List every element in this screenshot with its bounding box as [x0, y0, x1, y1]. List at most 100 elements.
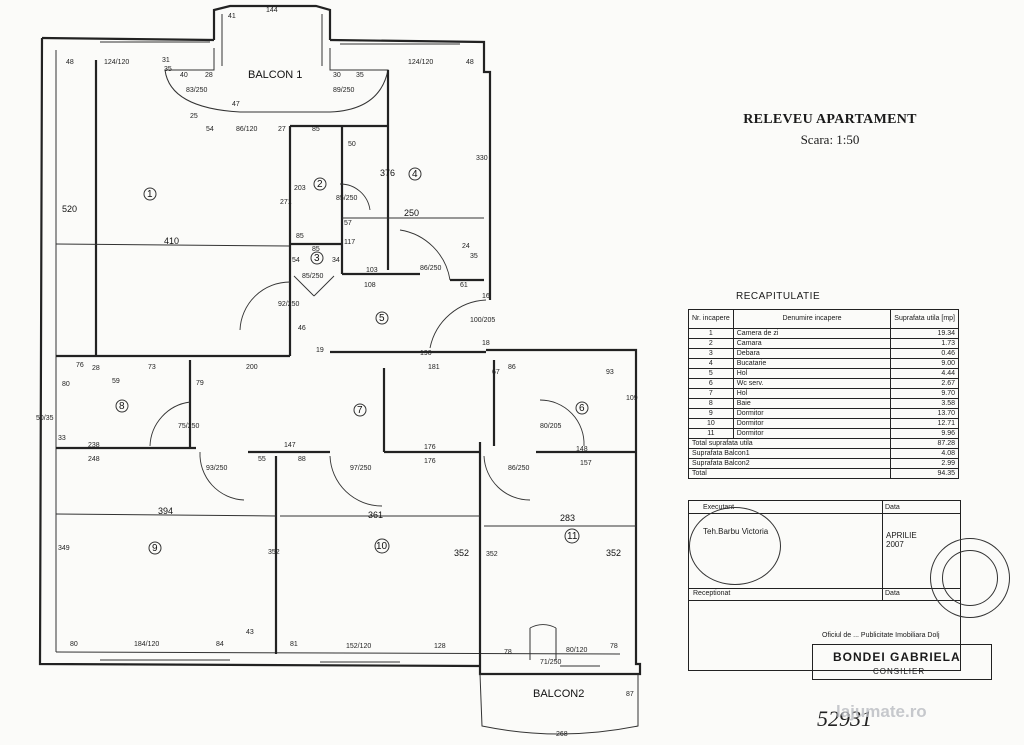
dim-label: 81 [290, 641, 298, 648]
cell-nr: 1 [688, 328, 734, 339]
room-8-number: 8 [119, 401, 125, 412]
dim-label: 41 [228, 13, 236, 20]
room-3-number: 3 [314, 253, 320, 264]
cell-area: 9.96 [890, 428, 959, 439]
dim-label: 31 [162, 57, 170, 64]
cell-nr: 11 [688, 428, 734, 439]
dim-label: 28 [92, 365, 100, 372]
dim-label: 181 [428, 364, 440, 371]
cell-area: 1.73 [890, 338, 959, 349]
total-area: 4.08 [890, 448, 959, 459]
dim-label: 80 [62, 381, 70, 388]
dim-label: 100/205 [470, 317, 495, 324]
dim-label: 43 [246, 629, 254, 636]
room-1-number: 1 [147, 189, 153, 200]
dim-label: 55 [258, 456, 266, 463]
room-9-number: 9 [152, 543, 158, 554]
dim-label: 352 [486, 551, 498, 558]
door-swings [149, 183, 585, 507]
dim-label: 376 [380, 168, 395, 178]
row-divider [689, 513, 960, 514]
dim-label: 54 [206, 126, 214, 133]
cell-nr: 3 [688, 348, 734, 359]
cell-area: 13.70 [890, 408, 959, 419]
office-role: CONSILIER [873, 667, 926, 676]
dim-label: 50/35 [36, 415, 54, 422]
dim-label: 75/250 [178, 423, 200, 430]
dim-label: 61 [460, 282, 468, 289]
dim-label: 47 [232, 101, 240, 108]
cell-area: 2.67 [890, 378, 959, 389]
handwritten-number: 52931 [817, 706, 872, 731]
dim-label: 352 [268, 549, 280, 556]
cell-area: 0.46 [890, 348, 959, 359]
cell-area: 3.58 [890, 398, 959, 409]
balcony-2-label: BALCON2 [533, 688, 584, 700]
dim-label: 79 [196, 380, 204, 387]
office-stamp-box: BONDEI GABRIELA CONSILIER [812, 644, 992, 680]
dim-label: 238 [88, 442, 100, 449]
dim-label: 46 [298, 325, 306, 332]
dim-label: 144 [266, 7, 278, 14]
column-divider [882, 588, 883, 600]
cell-name: Camara [732, 338, 892, 349]
room-2-number: 2 [317, 179, 323, 190]
official-seal-inner [942, 550, 998, 606]
date-value: APRILIE 2007 [886, 531, 917, 549]
dim-label: 117 [344, 239, 355, 246]
dim-label: 109 [626, 395, 638, 402]
dim-label: 40 [180, 72, 188, 79]
office-name: BONDEI GABRIELA [833, 650, 961, 664]
dim-label: 86 [508, 364, 516, 371]
total-area: 2.99 [890, 458, 959, 469]
dim-label: 33 [58, 435, 66, 442]
dim-label: 152/120 [346, 643, 371, 650]
dim-label: 35 [470, 253, 478, 260]
room-numbers: 1 2 3 4 5 6 7 8 9 10 11 [115, 167, 589, 555]
recap-title: RECAPITULATIE [736, 291, 821, 302]
dim-label: 86/250 [508, 465, 530, 472]
dim-label: 19 [316, 347, 324, 354]
cell-area: 9.00 [890, 358, 959, 369]
cell-name: Hol [732, 388, 892, 399]
room-10-number: 10 [376, 541, 388, 552]
dim-label: 124/120 [104, 59, 129, 66]
dim-label: 184/120 [134, 641, 159, 648]
dim-label: 394 [158, 506, 173, 516]
dim-label: 85 [312, 246, 320, 253]
dim-label: 103 [366, 267, 378, 274]
cell-name: Dormitor [732, 428, 892, 439]
dim-label: 80 [70, 641, 78, 648]
balcony-2 [479, 624, 639, 735]
dim-label: 271 [280, 199, 292, 206]
dim-label: 50 [348, 141, 356, 148]
cell-nr: 8 [688, 398, 734, 409]
table-header-row: Nr. incapere Denumire incapere Suprafata… [688, 309, 959, 329]
cell-name: Wc serv. [732, 378, 892, 389]
cell-name: Camera de zi [732, 328, 892, 339]
cell-name: Dormitor [732, 408, 892, 419]
dim-label: 93 [606, 369, 614, 376]
interior-walls [55, 60, 636, 666]
dim-label: 86/120 [236, 126, 258, 133]
dim-label: 200 [246, 364, 258, 371]
dim-label: 108 [364, 282, 376, 289]
dim-label: 128 [434, 643, 446, 650]
dim-label: 87 [626, 691, 634, 698]
cell-nr: 4 [688, 358, 734, 369]
plan-title: RELEVEU APARTAMENT [743, 112, 917, 127]
room-4-number: 4 [412, 169, 418, 180]
cell-name: Dormitor [732, 418, 892, 429]
dim-label: 57 [344, 220, 352, 227]
dim-label: 67 [492, 369, 500, 376]
dim-label: 78 [504, 649, 512, 656]
room-6-number: 6 [579, 403, 585, 414]
cell-nr: 10 [688, 418, 734, 429]
dim-label: 352 [454, 548, 469, 558]
